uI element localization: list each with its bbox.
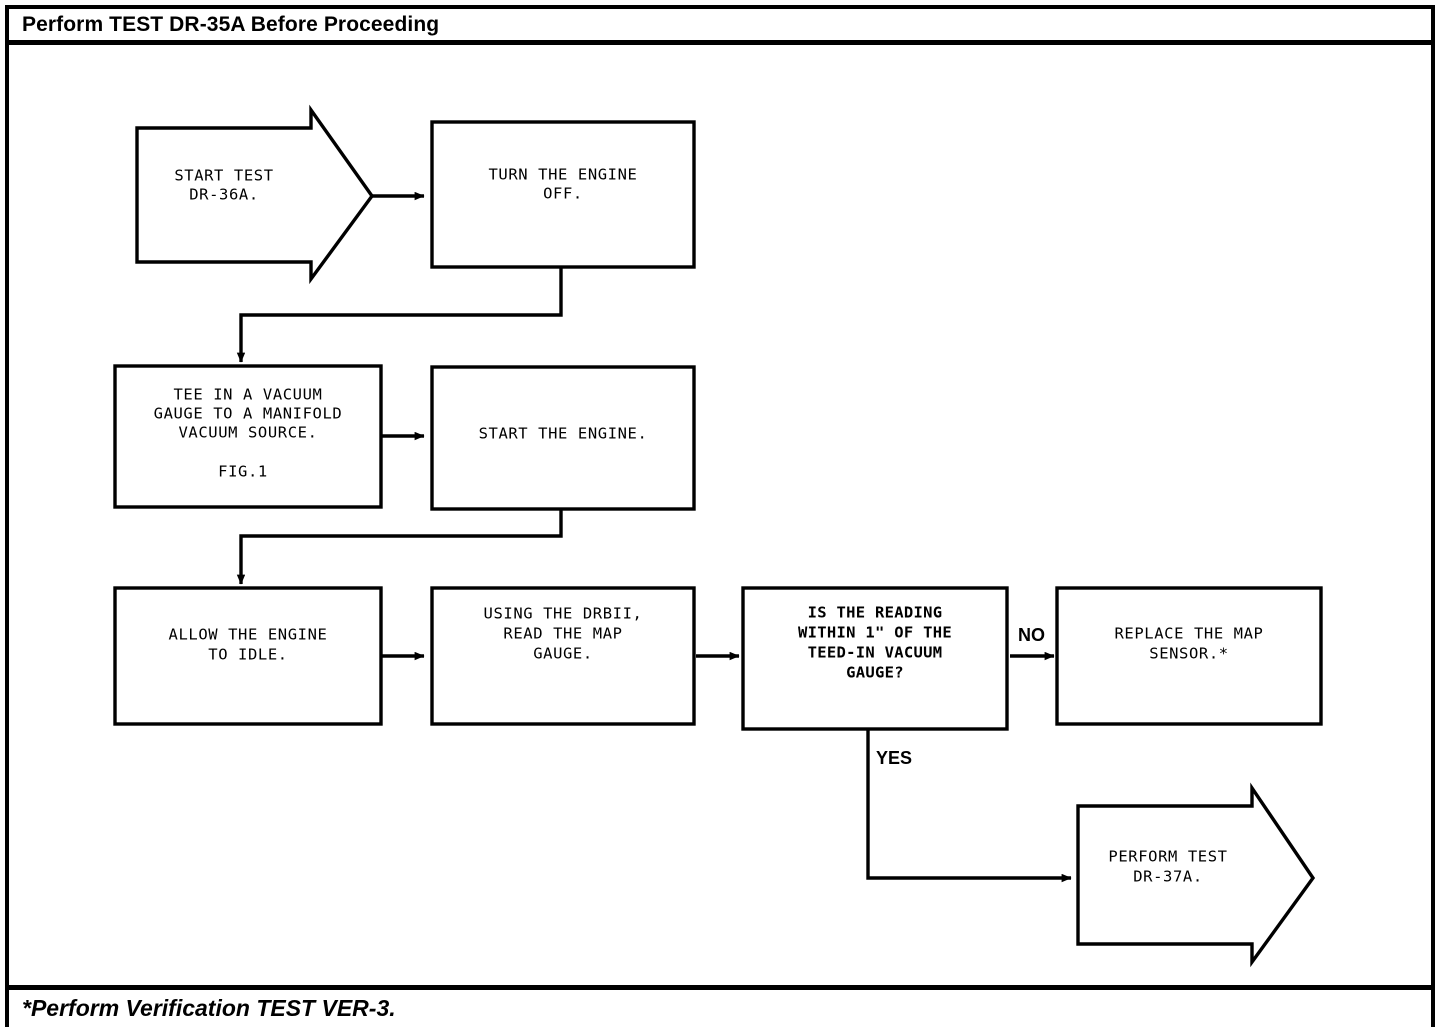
edge-start-engine-to-idle (236, 509, 563, 585)
tee-vacuum-gauge-line-2: GAUGE TO A MANIFOLD (154, 405, 343, 423)
node-turn-engine-off[interactable]: TURN THE ENGINE OFF. (430, 120, 696, 269)
allow-idle-line-1: ALLOW THE ENGINE (169, 626, 328, 644)
tee-vacuum-gauge-shape (113, 364, 383, 509)
tee-vacuum-gauge-line-3: VACUUM SOURCE. (178, 424, 317, 442)
turn-engine-off-line-1: TURN THE ENGINE (489, 166, 638, 184)
allow-idle-shape (113, 586, 383, 726)
edge-label-no: NO (1018, 625, 1045, 645)
read-map-gauge-shape (430, 586, 696, 726)
header-bar: Perform TEST DR-35A Before Proceeding (9, 9, 1431, 45)
allow-idle-line-2: TO IDLE. (208, 646, 287, 664)
start-test-line-1: START TEST (174, 167, 273, 185)
replace-map-sensor-shape (1055, 586, 1323, 726)
read-map-gauge-line-3: GAUGE. (533, 645, 593, 663)
tee-vacuum-gauge-line-1: TEE IN A VACUUM (174, 386, 323, 404)
read-map-gauge-line-2: READ THE MAP (503, 625, 622, 643)
perform-test-next-shape (1076, 782, 1316, 968)
turn-engine-off-shape (430, 120, 696, 269)
start-engine-shape (430, 365, 696, 511)
node-perform-test-next[interactable]: PERFORM TEST DR-37A. (1076, 782, 1316, 968)
footer-bar: *Perform Verification TEST VER-3. (9, 985, 1431, 1027)
tee-vacuum-gauge-fig-label: FIG.1 (218, 463, 268, 481)
replace-map-sensor-line-2: SENSOR.* (1149, 645, 1228, 663)
decision-reading-shape (741, 586, 1009, 731)
connectors (236, 191, 1072, 883)
node-replace-map-sensor[interactable]: REPLACE THE MAP SENSOR.* (1055, 586, 1323, 726)
edge-label-yes: YES (876, 748, 912, 768)
node-start-test[interactable]: START TEST DR-36A. (135, 104, 375, 285)
node-tee-vacuum-gauge[interactable]: TEE IN A VACUUM GAUGE TO A MANIFOLD VACU… (113, 364, 383, 509)
start-engine-line-1: START THE ENGINE. (479, 425, 648, 443)
node-read-map-gauge[interactable]: USING THE DRBII, READ THE MAP GAUGE. (430, 586, 696, 726)
start-test-line-2: DR-36A. (189, 186, 259, 204)
replace-map-sensor-line-1: REPLACE THE MAP (1115, 625, 1264, 643)
edge-decision-yes (866, 729, 1072, 883)
turn-engine-off-line-2: OFF. (543, 185, 583, 203)
node-allow-idle[interactable]: ALLOW THE ENGINE TO IDLE. (113, 586, 383, 726)
node-decision-reading[interactable]: IS THE READING WITHIN 1" OF THE TEED-IN … (741, 586, 1009, 731)
footnote: *Perform Verification TEST VER-3. (22, 995, 396, 1021)
decision-reading-line-3: TEED-IN VACUUM (808, 644, 943, 662)
node-start-engine[interactable]: START THE ENGINE. (430, 365, 696, 511)
perform-test-next-line-2: DR-37A. (1133, 868, 1203, 886)
start-test-shape (135, 104, 375, 285)
edge-engine-off-to-tee (236, 267, 563, 363)
decision-reading-line-4: GAUGE? (846, 664, 904, 682)
decision-reading-line-1: IS THE READING (808, 604, 943, 622)
decision-reading-line-2: WITHIN 1" OF THE (798, 624, 952, 642)
page-title: Perform TEST DR-35A Before Proceeding (22, 12, 440, 36)
perform-test-next-line-1: PERFORM TEST (1108, 848, 1227, 866)
read-map-gauge-line-1: USING THE DRBII, (484, 605, 643, 623)
